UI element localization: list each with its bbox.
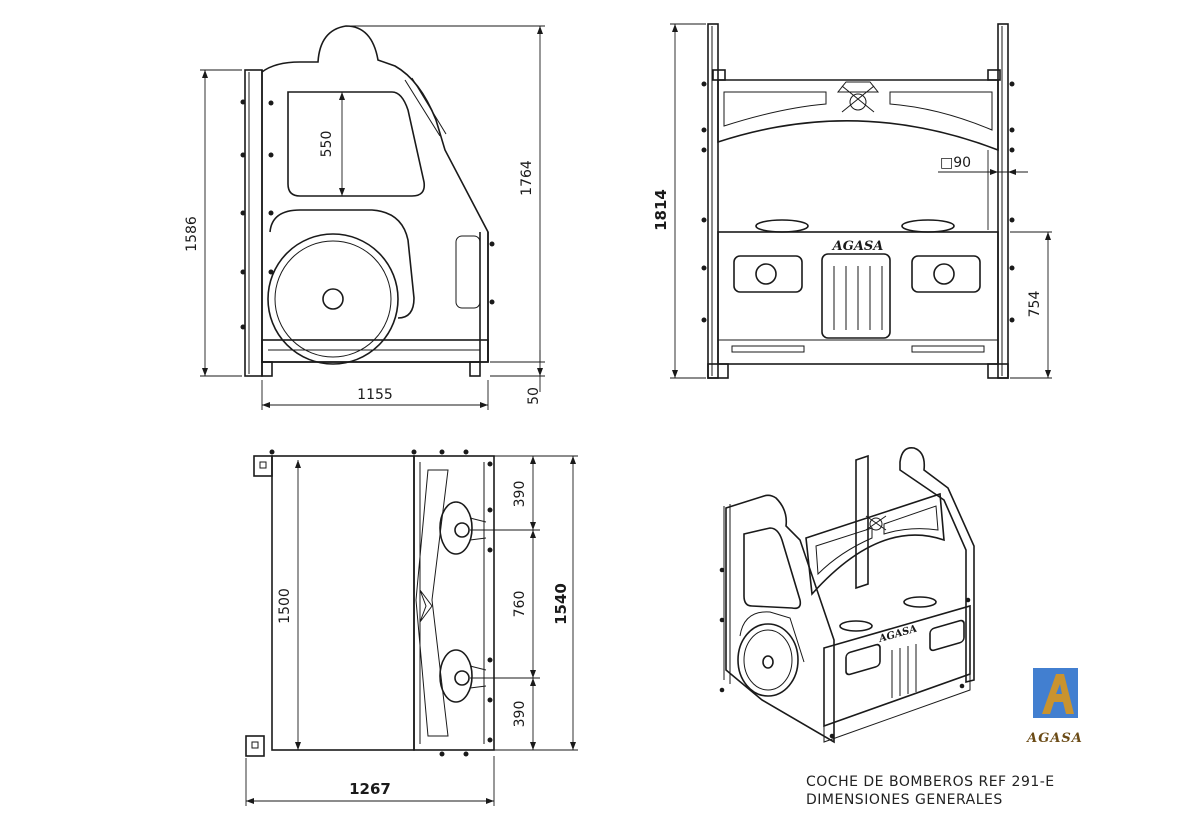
top-steering-wheel-lower	[439, 649, 487, 703]
fire-emblem-icon	[836, 81, 880, 113]
front-top-arch	[717, 79, 999, 152]
iso-wheel	[737, 623, 799, 697]
caption-title: COCHE DE BOMBEROS REF 291-E	[806, 774, 1055, 790]
dim-754: 754	[1027, 291, 1043, 318]
dim-1155: 1155	[357, 387, 393, 403]
side-foot-rear	[261, 361, 273, 377]
caption-subtitle: DIMENSIONES GENERALES	[806, 792, 1003, 808]
top-post-rear-left	[253, 455, 273, 477]
side-front-panel	[455, 235, 481, 309]
top-emblem-icon	[419, 589, 433, 623]
front-steering-wheel-left	[755, 219, 809, 233]
front-agasa-plate: AGASA	[831, 239, 884, 254]
dim-760: 760	[512, 591, 528, 618]
dim-390-top: 390	[512, 481, 528, 508]
side-wheel-arch	[269, 209, 415, 319]
top-post-rear-right	[245, 735, 265, 757]
dim-1814: 1814	[652, 189, 670, 231]
front-bumper-slot-right	[911, 345, 985, 353]
dim-1586: 1586	[184, 216, 200, 252]
side-view: 550 1764 1586 1155 50	[184, 25, 545, 410]
top-cab	[413, 455, 495, 751]
front-grille	[821, 253, 891, 339]
top-floor	[271, 455, 415, 751]
dim-1267: 1267	[349, 780, 391, 798]
side-window	[287, 91, 426, 197]
dim-50: 50	[526, 387, 542, 405]
dim-550: 550	[319, 131, 335, 158]
side-rear-post	[244, 69, 263, 377]
dim-post-90: □90	[940, 155, 971, 171]
front-headlight-right	[911, 255, 981, 293]
top-steering-wheel-upper	[439, 501, 487, 555]
iso-view: AGASA	[719, 446, 975, 744]
side-wheel-outer	[267, 233, 399, 365]
dim-1500: 1500	[277, 588, 293, 624]
side-bolts	[240, 99, 274, 330]
side-body-outline	[261, 25, 489, 363]
iso-top-arch	[805, 492, 945, 596]
front-view: AGASA 1814 □90	[652, 23, 1052, 379]
side-wheel-hub	[322, 288, 344, 310]
side-bottom-rail	[261, 339, 489, 363]
side-foot-front	[469, 361, 481, 377]
front-headlight-left	[733, 255, 803, 293]
iso-fire-emblem-icon	[865, 515, 887, 531]
dim-390-bottom: 390	[512, 701, 528, 728]
dim-1764: 1764	[519, 160, 535, 196]
logo-a-icon	[1042, 674, 1074, 714]
agasa-logo: AGASA	[1025, 668, 1083, 746]
iso-cab-side	[725, 494, 835, 744]
front-steering-wheel-right	[901, 219, 955, 233]
dim-1540: 1540	[552, 583, 570, 625]
front-bumper-slot-left	[731, 345, 805, 353]
front-main-panel	[717, 231, 999, 365]
logo-brand-name: AGASA	[1025, 731, 1083, 746]
top-view: 1500 390 760 390 1540 1267	[245, 449, 578, 806]
